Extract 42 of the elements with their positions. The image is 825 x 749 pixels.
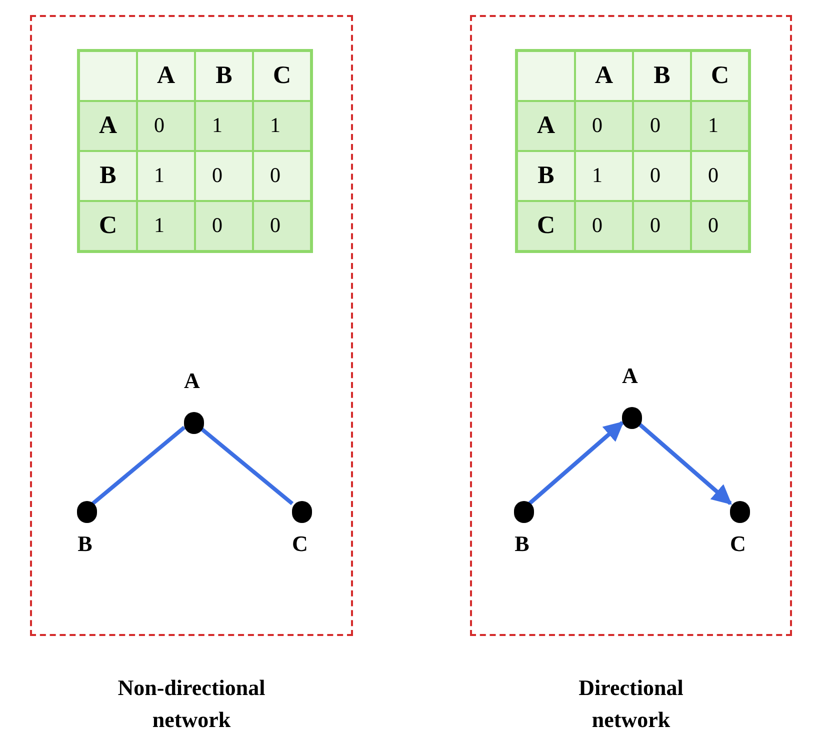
node-label: C xyxy=(729,531,747,557)
arrow xyxy=(528,421,624,505)
table-cell: 1 xyxy=(575,151,633,201)
header-cell: A xyxy=(575,51,633,101)
table-cell: 0 xyxy=(633,201,691,251)
table-cell: 0 xyxy=(195,151,253,201)
table-cell: 1 xyxy=(253,101,311,151)
header-cell: A xyxy=(137,51,195,101)
header-cell: A xyxy=(79,101,137,151)
header-cell: C xyxy=(517,201,575,251)
node-label: A xyxy=(183,368,201,394)
node-label: B xyxy=(514,531,530,557)
table-cell: 1 xyxy=(691,101,749,151)
table-cell: 0 xyxy=(691,201,749,251)
header-cell: C xyxy=(691,51,749,101)
table-cell: 0 xyxy=(253,201,311,251)
dashed-panel xyxy=(30,15,353,636)
header-cell: B xyxy=(517,151,575,201)
header-cell: B xyxy=(79,151,137,201)
table-cell: 0 xyxy=(633,101,691,151)
table-cell: 0 xyxy=(575,201,633,251)
table-cell: 0 xyxy=(691,151,749,201)
table-cell: 0 xyxy=(253,151,311,201)
table-cell: 0 xyxy=(137,101,195,151)
connector-line xyxy=(91,426,186,506)
table-cell: 0 xyxy=(633,151,691,201)
node-label: C xyxy=(291,531,309,557)
table-cell: 1 xyxy=(137,201,195,251)
dashed-panel xyxy=(470,15,792,636)
table-cell: 1 xyxy=(137,151,195,201)
node-label: A xyxy=(621,363,639,389)
header-cell: B xyxy=(195,51,253,101)
header-cell: C xyxy=(253,51,311,101)
header-cell: A xyxy=(517,101,575,151)
node-label: B xyxy=(76,531,94,557)
table-cell: 1 xyxy=(195,101,253,151)
table-cell: 0 xyxy=(195,201,253,251)
header-cell: C xyxy=(79,201,137,251)
panel-caption: Non-directional network xyxy=(116,674,266,734)
header-cell: B xyxy=(633,51,691,101)
table-cell: 0 xyxy=(575,101,633,151)
panel-caption: Directional network xyxy=(578,674,684,734)
